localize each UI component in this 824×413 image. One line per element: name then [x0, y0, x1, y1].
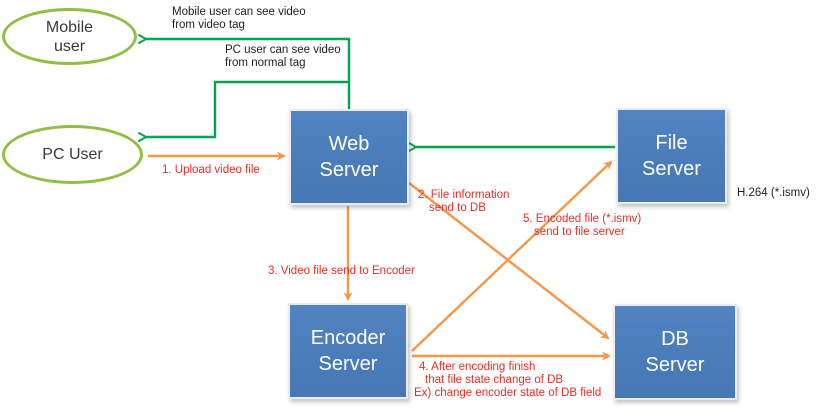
node-file-server-label-line2: Server	[642, 158, 701, 180]
note-mobile-video-tag: Mobile user can see video from video tag	[172, 6, 306, 32]
arrow-webserver-to-mobile-user	[137, 33, 351, 109]
node-web-server-label-line2: Server	[319, 159, 379, 181]
node-db-server-label-line1: DB	[661, 328, 689, 350]
node-mobile-user-label-line1: Mobile	[45, 18, 94, 36]
node-pc-user-label: PC User	[42, 146, 103, 163]
node-web-server-label-line1: Web	[328, 133, 370, 155]
note-pc-normal-tag: PC user can see video from normal tag	[225, 44, 341, 70]
label-step2-line1: 2. File information	[418, 189, 510, 201]
label-step4-line2: that file state change of DB	[425, 373, 564, 386]
node-mobile-user: Mobile user	[2, 8, 137, 65]
note-mobile-video-tag-line1: Mobile user can see video	[172, 6, 306, 18]
node-encoder-server: Encoder Server	[288, 303, 408, 399]
label-step5-line1: 5. Encoded file (*.ismv)	[523, 213, 642, 225]
label-step4-after-encoding: 4. After encoding finish that file state…	[414, 361, 601, 399]
node-db-server: DB Server	[613, 304, 737, 400]
node-file-server-label-line1: File	[655, 132, 688, 154]
note-h264-format: H.264 (*.ismv)	[737, 187, 810, 199]
node-encoder-server-label-line2: Server	[318, 353, 378, 375]
node-mobile-user-label-line2: user	[53, 37, 86, 55]
node-pc-user: PC User	[2, 125, 143, 184]
label-step4-line3: Ex) change encoder state of DB field	[414, 386, 602, 399]
label-step1-upload: 1. Upload video file	[162, 164, 260, 176]
label-step3-video-to-encoder: 3. Video file send to Encoder	[268, 265, 415, 277]
note-pc-normal-tag-line1: PC user can see video	[225, 44, 341, 56]
node-encoder-server-label-line1: Encoder	[310, 327, 386, 349]
label-step2-file-info: 2. File information send to DB	[418, 189, 509, 215]
label-step4-line1: 4. After encoding finish	[419, 361, 536, 373]
arrow-webserver-to-pc-user	[137, 80, 349, 143]
node-web-server: Web Server	[289, 109, 409, 205]
node-db-server-label-line2: Server	[645, 354, 705, 376]
note-pc-normal-tag-line2: from normal tag	[225, 57, 306, 69]
node-file-server: File Server	[616, 108, 727, 204]
arrow-encoded-file-to-fileserver	[411, 160, 613, 352]
label-step5-line2: send to file server	[534, 225, 625, 238]
label-step2-line2: send to DB	[429, 201, 486, 214]
label-step5-encoded-file: 5. Encoded file (*.ismv) send to file se…	[523, 213, 641, 239]
note-mobile-video-tag-line2: from video tag	[172, 19, 245, 31]
